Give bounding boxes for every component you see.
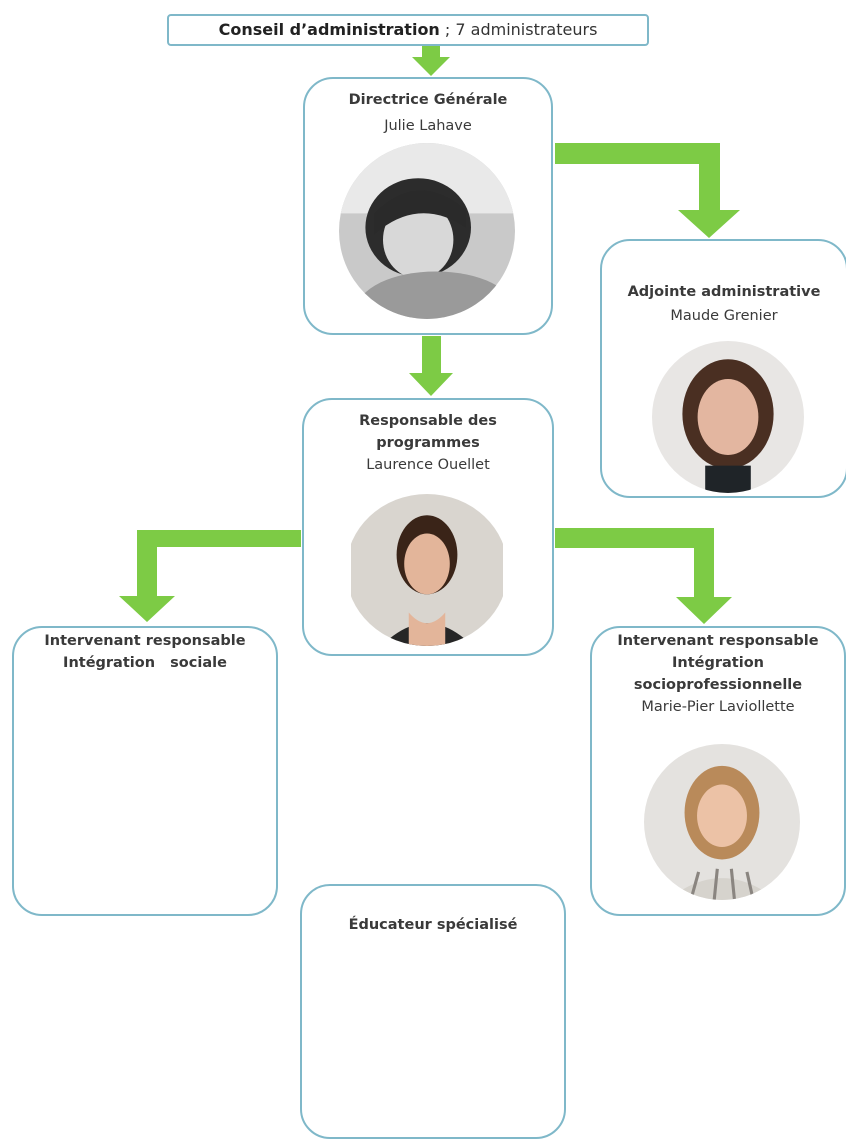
arrow-director-to-assistant [555,143,740,238]
social-card: Intervenant responsable Intégration soci… [12,626,278,916]
programs-name: Laurence Ouellet [366,457,490,473]
programs-title-line2: programmes [376,435,480,451]
assistant-title: Adjointe administrative [627,284,821,300]
social-title-line2: Intégration sociale [63,655,227,671]
socio-title-line3: socioprofessionnelle [633,677,803,693]
socio-avatar [644,744,800,900]
assistant-card: Adjointe administrative Maude Grenier [600,239,846,498]
programs-avatar [346,494,508,646]
arrow-board-to-director [412,46,450,76]
arrow-programs-to-socio [555,528,732,624]
board-count: ; 7 administrateurs [439,20,598,39]
socio-name: Marie-Pier Laviollette [641,699,795,715]
director-card: Directrice Générale Julie Lahave [303,77,553,335]
socio-card: Intervenant responsable Intégration soci… [590,626,846,916]
assistant-avatar [652,341,804,493]
arrow-director-to-programs [409,336,453,396]
board-box: Conseil d’administration ; 7 administrat… [167,14,649,46]
programs-title-line1: Responsable des [359,413,497,429]
assistant-name: Maude Grenier [670,308,778,324]
educator-card: Éducateur spécialisé [300,884,566,1139]
director-name: Julie Lahave [384,118,472,134]
director-title: Directrice Générale [348,92,508,108]
board-title: Conseil d’administration [218,20,440,39]
arrow-programs-to-social [119,530,301,622]
socio-title-line1: Intervenant responsable [617,633,819,649]
educator-title: Éducateur spécialisé [348,917,518,933]
socio-title-line2: Intégration [672,655,764,671]
social-title-line1: Intervenant responsable [44,633,246,649]
director-avatar [339,143,515,319]
programs-card: Responsable des programmes Laurence Ouel… [302,398,554,656]
